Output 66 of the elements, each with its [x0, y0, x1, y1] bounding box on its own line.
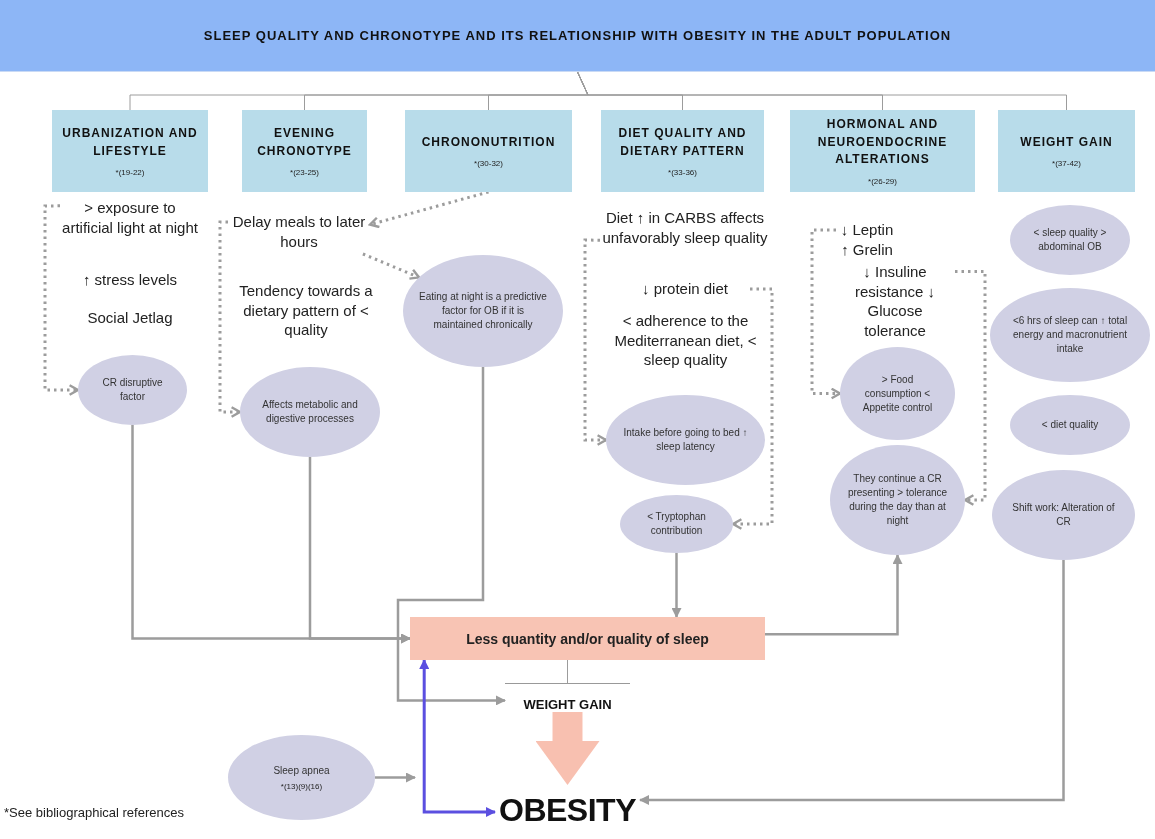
arrow	[639, 560, 1065, 805]
dotted-arrow	[955, 270, 987, 506]
citation: *(37-42)	[1052, 159, 1081, 169]
title-banner	[0, 0, 1155, 72]
citation: *(13)(9)(16)	[280, 782, 323, 791]
factor-text: ↓ Leptin ↑ Grelin	[836, 220, 898, 262]
effect-text: Affects metabolic and digestive processes	[261, 398, 359, 426]
category-box	[242, 110, 367, 192]
factor-text: ↓ Insuline resistance ↓ Glucose tolerance	[835, 262, 955, 342]
citation: *(19-22)	[115, 167, 145, 177]
arrow	[396, 367, 506, 706]
block-arrow	[535, 712, 600, 785]
factor-text: Tendency towards a dietary pattern of < quality	[238, 281, 374, 340]
effect-text: CR disruptive factor	[101, 376, 164, 404]
citation: *(33-36)	[668, 167, 697, 177]
effect-text: They continue a CR presenting > tolerance during the day than at night	[846, 472, 949, 528]
dotted-arrow	[218, 220, 242, 418]
arrow	[308, 457, 411, 644]
double-arrow	[419, 659, 496, 817]
category-heading: DIET QUALITY AND DIETARY PATTERN	[617, 125, 748, 160]
dotted-arrow	[362, 252, 421, 280]
category-heading: WEIGHT GAIN	[1020, 133, 1113, 151]
factor-text: < adherence to the Mediterranean diet, < sleep quality	[613, 311, 758, 370]
effect-text: Sleep apnea	[273, 764, 330, 778]
dotted-arrow	[368, 190, 489, 229]
dotted-arrow	[43, 204, 80, 396]
factor-text: Social Jetlag	[86, 308, 174, 328]
category-box	[52, 110, 208, 192]
dotted-arrow	[583, 238, 608, 446]
effect-text: Shift work: Alteration of CR	[1011, 501, 1116, 529]
effect-text: < diet quality	[1041, 418, 1099, 432]
title: SLEEP QUALITY AND CHRONOTYPE AND ITS RELATIONSHIP WITH OBESITY IN THE ADULT POPULATION	[203, 28, 952, 43]
category-heading: CHRONONUTRITION	[421, 133, 556, 151]
factor-text: Delay meals to later hours	[228, 212, 370, 254]
dotted-arrow	[810, 228, 842, 400]
effect-text: Eating at night is a predictive factor for OB if it is maintained chronically	[418, 290, 548, 332]
citation: *(30-32)	[474, 159, 503, 169]
connector-line	[577, 71, 1067, 111]
citation: *(23-25)	[290, 167, 319, 177]
arrow	[765, 554, 903, 636]
central-box	[410, 617, 765, 660]
arrow	[671, 553, 682, 618]
central-text: Less quantity and/or quality of sleep	[466, 630, 709, 647]
factor-text: Diet ↑ in CARBS affects unfavorably sleep quality	[600, 208, 770, 270]
factor-text: ↓ protein diet	[620, 279, 750, 299]
effect-text: < sleep quality > abdominal OB	[1032, 226, 1108, 254]
category-box	[405, 110, 572, 192]
effect-text: > Food consumption < Appetite control	[861, 372, 934, 415]
outcome-title: OBESITY	[495, 785, 640, 835]
category-heading: HORMONAL AND NEUROENDOCRINE ALTERATIONS	[816, 116, 949, 169]
effect-text: < Tryptophan contribution	[646, 510, 707, 538]
citation: *(26-29)	[868, 176, 897, 186]
category-heading: URBANIZATION AND LIFESTYLE	[61, 125, 199, 160]
factor-text: ↑ stress levels	[81, 270, 179, 290]
outcome-heading: WEIGHT GAIN	[505, 683, 630, 712]
connector-line	[567, 659, 568, 684]
effect-text: <6 hrs of sleep can ↑ total energy and macronutrient intake	[1011, 314, 1129, 356]
effect-text: Intake before going to bed ↑ sleep latency	[622, 426, 749, 454]
category-box	[601, 110, 764, 192]
arrow	[375, 772, 416, 783]
category-box	[790, 110, 975, 192]
dotted-arrow	[731, 287, 774, 530]
footnote: *See bibliographical references	[4, 805, 184, 822]
category-heading: EVENING CHRONOTYPE	[256, 125, 353, 160]
factor-text: > exposure to artificial light at night	[60, 198, 200, 258]
category-box	[998, 110, 1135, 192]
